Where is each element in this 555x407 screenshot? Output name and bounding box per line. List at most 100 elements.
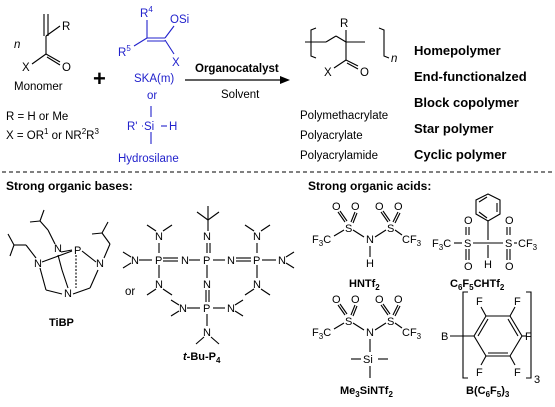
acids-heading: Strong organic acids: [308,179,431,193]
svg-text:F: F [514,367,521,379]
svg-text:N: N [64,288,72,300]
svg-text:B: B [441,331,448,343]
hydrosilane-h: H [169,121,177,133]
svg-text:N: N [253,231,261,243]
monomer-r: R [62,21,70,33]
svg-text:CF3: CF3 [402,234,422,248]
svg-text:S: S [387,223,394,235]
architecture-homopolymer: Homepolymer [414,43,501,58]
svg-text:F: F [476,296,483,308]
tbu-p4-structure: P N N P N N N N P N [122,206,295,345]
svg-text:O: O [332,294,341,306]
svg-text:N: N [203,231,211,243]
tbu-p4-label: t-Bu-P4 [183,351,221,365]
monomer-x: X [22,62,30,74]
svg-text:CF3: CF3 [402,327,422,341]
svg-text:N: N [181,255,189,267]
monomer-label: Monomer [14,81,63,93]
product-name-2: Polyacrylamide [300,150,378,162]
svg-text:Si: Si [363,354,373,366]
bc6f5-label: B(C6F5)3 [466,385,510,399]
svg-text:P: P [155,255,162,267]
bases-heading: Strong organic bases: [6,179,133,193]
architecture-end-functionalized: End-functionalzed [414,69,527,84]
me3sintf2-label: Me3SiNTf2 [340,385,393,399]
svg-text:N: N [96,258,104,270]
me3sintf2-structure: F3C S N S CF3 Si O O O O [312,294,422,378]
svg-text:F3C: F3C [312,234,331,248]
product-name-1: Polyacrylate [300,130,363,142]
svg-text:F3C: F3C [312,327,331,341]
svg-text:O: O [375,294,384,306]
product-structure: R X O n [305,18,397,79]
ska-or: or [147,90,157,102]
svg-text:H: H [484,259,492,271]
svg-text:O: O [464,215,473,227]
svg-text:N: N [227,255,235,267]
hydrosilane-structure: R' Si H [127,106,177,144]
ska-r5: R5 [118,44,131,59]
svg-text:3: 3 [534,374,540,386]
svg-text:F: F [525,331,532,343]
svg-text:O: O [505,215,514,227]
product-o: O [360,67,369,79]
svg-text:F: F [514,296,521,308]
catalyst-label: Organocatalyst [195,63,279,75]
monomer-r-definition: R = H or Me [6,111,68,123]
ska-x: X [172,57,180,69]
tibp-label: TiBP [49,317,74,329]
svg-text:O: O [464,261,473,273]
plus-sign: + [93,66,106,91]
svg-text:P: P [203,255,210,267]
svg-text:N: N [366,327,374,339]
architecture-star-polymer: Star polymer [414,121,493,136]
svg-text:N: N [54,243,62,255]
c6f5chtf2-structure: F3C S S CF3 H O O O O [432,193,538,273]
bases-or: or [125,286,135,298]
svg-text:N: N [155,279,163,291]
svg-text:P: P [74,245,81,257]
svg-text:P: P [253,255,260,267]
c6f5chtf2-label: C6F5CHTf2 [450,278,505,292]
tibp-structure: N N P N N [7,209,111,300]
ska-osi: OSi [170,14,189,26]
monomer-x-definition: X = OR1 or NR2R3 [6,127,99,142]
svg-text:H: H [366,258,374,270]
ska-label: SKA(m) [134,73,174,85]
svg-text:N: N [131,255,139,267]
svg-text:S: S [345,223,352,235]
svg-text:N: N [366,234,374,246]
svg-text:S: S [345,316,352,328]
reaction-arrow [185,76,290,84]
svg-text:N: N [155,231,163,243]
svg-text:S: S [387,316,394,328]
svg-text:N: N [34,258,42,270]
ska-structure: R4 R5 OSi X [118,5,189,69]
solvent-label: Solvent [221,89,260,101]
svg-text:N: N [253,279,261,291]
product-x: X [324,67,332,79]
product-n: n [391,53,397,65]
svg-text:F: F [476,367,483,379]
svg-text:O: O [505,261,514,273]
svg-text:O: O [351,294,360,306]
monomer-n: n [14,39,20,51]
monomer-o: O [62,62,71,74]
hydrosilane-si: Si [144,121,154,133]
bc6f5-structure: B F F F F F 3 [441,291,540,386]
svg-text:N: N [227,303,235,315]
monomer-structure: R X O n [14,14,71,74]
svg-text:O: O [351,201,360,213]
svg-text:O: O [375,201,384,213]
svg-text:S: S [464,238,471,250]
architecture-block-copolymer: Block copolymer [414,95,519,110]
svg-text:O: O [332,201,341,213]
svg-text:F3C: F3C [432,238,451,252]
hntf2-label: HNTf2 [349,278,380,292]
product-name-0: Polymethacrylate [300,110,388,122]
product-r: R [340,18,348,30]
svg-text:S: S [505,238,512,250]
svg-text:N: N [179,303,187,315]
